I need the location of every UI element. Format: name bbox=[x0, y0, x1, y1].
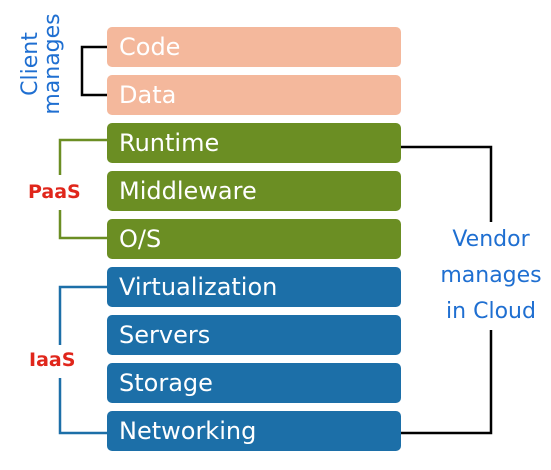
layer-servers: Servers bbox=[107, 315, 401, 355]
paas-bracket bbox=[58, 138, 107, 175]
layer-os: O/S bbox=[107, 219, 401, 259]
layer-code: Code bbox=[107, 27, 401, 67]
iaas-label: IaaS bbox=[29, 349, 76, 371]
layer-label: Runtime bbox=[119, 129, 220, 157]
vendor-label-line1: Vendor bbox=[452, 227, 530, 252]
layer-storage: Storage bbox=[107, 363, 401, 403]
layer-label: Storage bbox=[119, 369, 213, 397]
layer-data: Data bbox=[107, 75, 401, 115]
vendor-manages-label: Vendor manages in Cloud bbox=[432, 222, 550, 330]
layer-middleware: Middleware bbox=[107, 171, 401, 211]
layer-label: Code bbox=[119, 33, 181, 61]
layer-runtime: Runtime bbox=[107, 123, 401, 163]
layer-label: Networking bbox=[119, 417, 257, 445]
layer-label: Data bbox=[119, 81, 177, 109]
layer-networking: Networking bbox=[107, 411, 401, 451]
client-label-line2: manages bbox=[40, 13, 65, 115]
client-bracket bbox=[80, 45, 107, 97]
layer-label: Servers bbox=[119, 321, 211, 349]
layer-label: Virtualization bbox=[119, 273, 278, 301]
vendor-label-line3: in Cloud bbox=[446, 299, 536, 324]
paas-bracket-lower bbox=[58, 210, 107, 240]
vendor-label-line2: manages bbox=[440, 263, 542, 288]
layer-virtualization: Virtualization bbox=[107, 267, 401, 307]
iaas-bracket bbox=[58, 285, 107, 345]
layer-label: Middleware bbox=[119, 177, 257, 205]
paas-label: PaaS bbox=[28, 181, 81, 203]
iaas-bracket-lower bbox=[58, 378, 107, 435]
client-label-line1: Client bbox=[18, 32, 43, 96]
layer-label: O/S bbox=[119, 225, 162, 253]
